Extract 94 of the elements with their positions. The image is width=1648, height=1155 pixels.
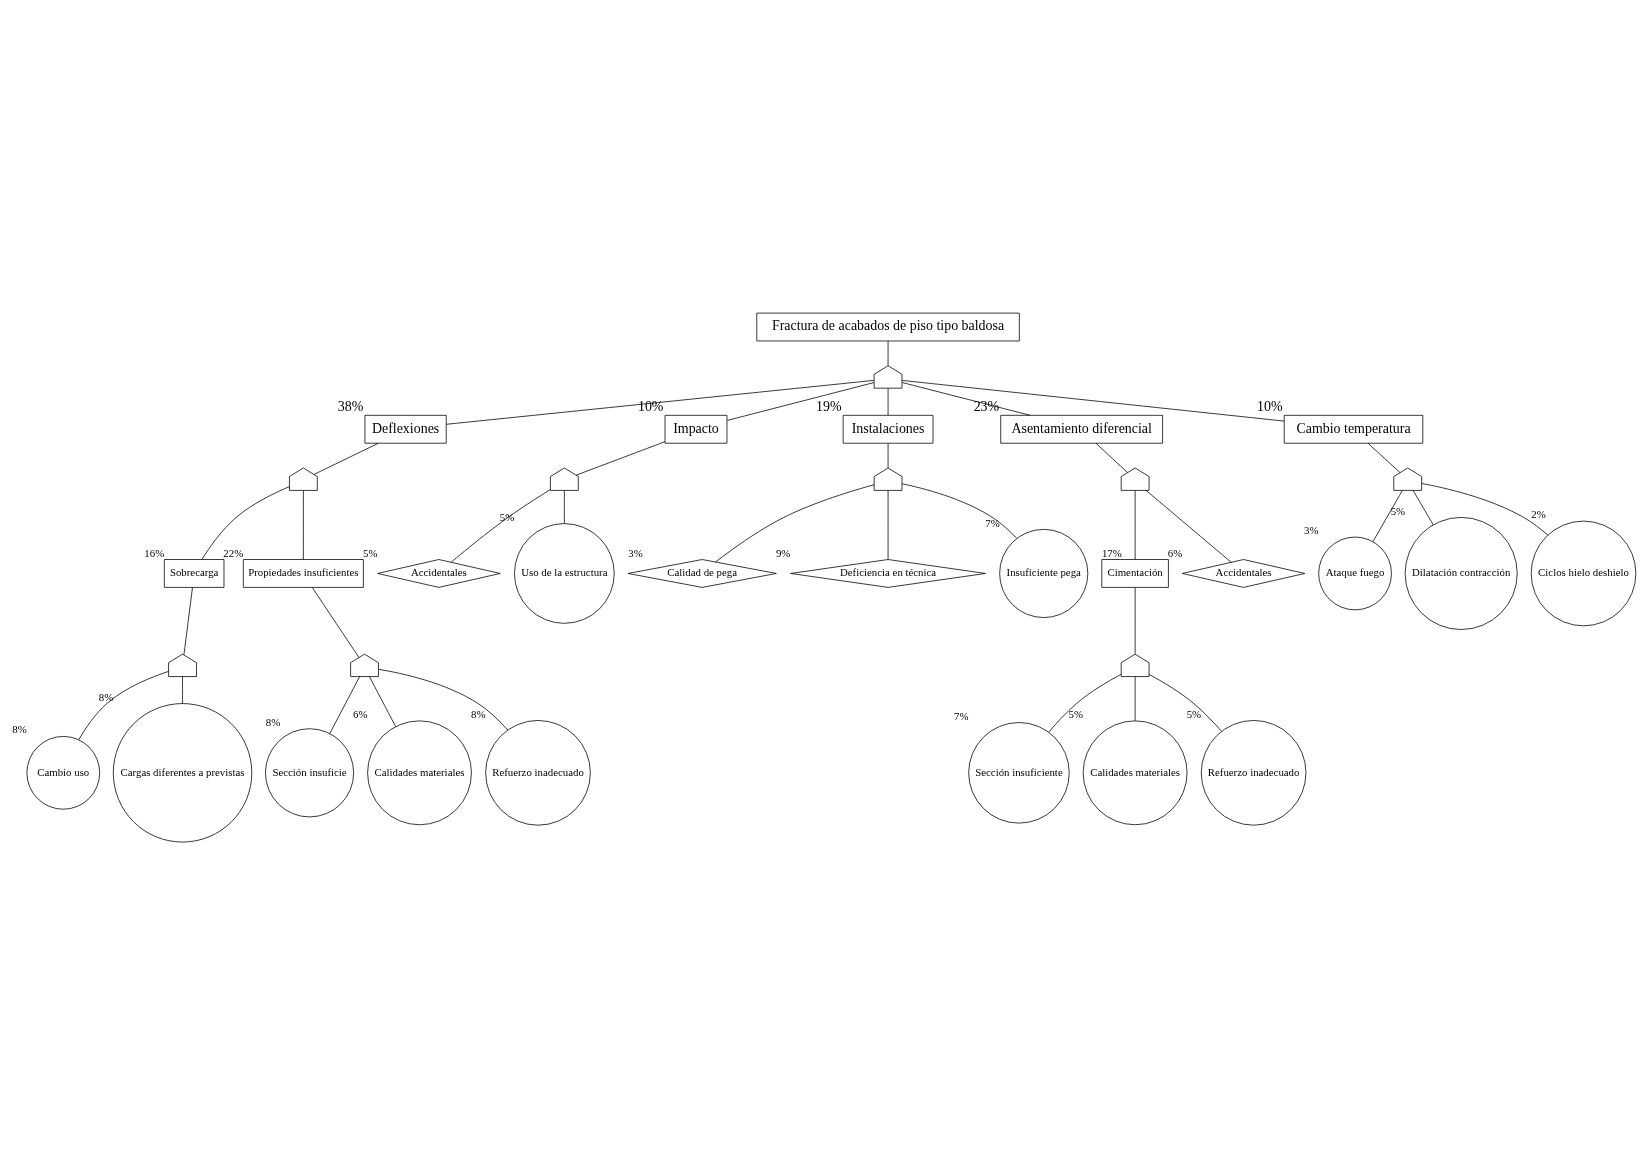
node-circle: Sección insuficie bbox=[265, 728, 355, 818]
node-box: Sobrecarga bbox=[163, 559, 225, 588]
node-box: Cimentación bbox=[1101, 559, 1169, 588]
connector bbox=[1134, 676, 1136, 722]
connector bbox=[1367, 442, 1401, 473]
connector bbox=[183, 587, 193, 656]
connector bbox=[563, 490, 565, 524]
node-box: Cambio temperatura bbox=[1283, 414, 1424, 444]
connector bbox=[1095, 442, 1128, 473]
node-label: 7% bbox=[954, 709, 969, 722]
connector bbox=[1134, 587, 1136, 655]
node-gate bbox=[1120, 653, 1150, 677]
node-circle: Refuerzo inadecuado bbox=[485, 720, 591, 826]
node-gate bbox=[168, 653, 197, 677]
node-gate bbox=[550, 467, 579, 491]
connector bbox=[1134, 490, 1136, 560]
connector bbox=[575, 441, 666, 476]
connector bbox=[311, 587, 360, 658]
node-box: Propiedades insuficientes bbox=[242, 559, 364, 588]
connector bbox=[887, 490, 889, 560]
connector bbox=[1145, 490, 1232, 563]
node-circle: Uso de la estructura bbox=[514, 523, 615, 624]
node-label: 5% bbox=[363, 546, 378, 559]
node-box: Instalaciones bbox=[842, 414, 934, 444]
node-gate bbox=[350, 653, 379, 677]
connector bbox=[901, 380, 1285, 422]
node-diamond: Calidad de pega bbox=[627, 559, 777, 588]
node-label: 2% bbox=[1531, 508, 1546, 521]
connector bbox=[1372, 490, 1403, 543]
node-label: 5% bbox=[1390, 504, 1406, 517]
connector bbox=[182, 676, 183, 704]
connector bbox=[901, 483, 1018, 539]
node-label: 5% bbox=[1068, 707, 1084, 720]
node-label: 3% bbox=[1304, 524, 1319, 537]
node-label: 8% bbox=[98, 690, 114, 703]
node-label: 8% bbox=[12, 723, 27, 736]
connector bbox=[726, 382, 875, 421]
connector bbox=[1421, 483, 1549, 536]
connector bbox=[329, 676, 361, 735]
connector bbox=[887, 340, 889, 367]
connector bbox=[1148, 674, 1222, 732]
node-box: Deflexiones bbox=[364, 414, 447, 444]
node-label: 6% bbox=[1167, 546, 1183, 559]
node-label: 23% bbox=[973, 398, 1000, 414]
node-circle: Ataque fuego bbox=[1318, 536, 1392, 611]
connector bbox=[887, 442, 889, 469]
connector bbox=[302, 490, 304, 560]
node-gate bbox=[1120, 467, 1150, 491]
node-label: 5% bbox=[1186, 707, 1202, 720]
node-label: 9% bbox=[775, 546, 791, 559]
node-circle: Ciclos hielo deshielo bbox=[1530, 520, 1637, 627]
node-diamond: Deficiencia en técnica bbox=[790, 559, 986, 588]
node-label: 8% bbox=[265, 715, 281, 728]
node-label: 16% bbox=[144, 546, 165, 559]
node-diamond: Accidentales bbox=[1181, 559, 1306, 588]
connector bbox=[78, 671, 169, 741]
node-label: 19% bbox=[816, 398, 842, 414]
node-circle: Cambio uso bbox=[26, 736, 101, 810]
node-gate bbox=[873, 365, 903, 389]
node-label: 3% bbox=[628, 546, 643, 559]
node-label: 38% bbox=[337, 398, 364, 414]
node-gate bbox=[289, 467, 318, 491]
node-label: 5% bbox=[499, 510, 515, 523]
node-label: 6% bbox=[353, 707, 368, 720]
node-diamond: Accidentales bbox=[377, 559, 501, 588]
node-gate bbox=[1393, 467, 1423, 491]
connector bbox=[201, 486, 290, 560]
node-label: 22% bbox=[223, 546, 244, 559]
connector bbox=[1412, 490, 1434, 526]
node-circle: Refuerzo inadecuado bbox=[1200, 720, 1307, 826]
node-circle: Sección insuficiente bbox=[968, 722, 1070, 824]
connector bbox=[445, 380, 875, 425]
node-label: 17% bbox=[1101, 546, 1122, 559]
connector bbox=[887, 387, 889, 416]
connector bbox=[1048, 674, 1122, 733]
node-circle: Dilatación contracción bbox=[1404, 517, 1518, 630]
node-box: Impacto bbox=[664, 414, 728, 444]
connector bbox=[369, 676, 397, 727]
connector bbox=[450, 489, 551, 563]
node-label: 10% bbox=[1257, 398, 1283, 414]
node-label: 8% bbox=[471, 707, 486, 720]
node-label: 7% bbox=[985, 516, 1000, 529]
node-circle: Calidades materiales bbox=[1082, 720, 1188, 826]
connector bbox=[901, 382, 1031, 416]
connector bbox=[313, 442, 379, 475]
node-circle: Insuficiente pega bbox=[999, 528, 1089, 618]
node-gate bbox=[873, 467, 903, 491]
connector bbox=[715, 484, 875, 563]
node-circle: Cargas diferentes a previstas bbox=[112, 703, 253, 843]
node-box: Fractura de acabados de piso tipo baldosa bbox=[756, 312, 1020, 342]
node-circle: Calidades materiales bbox=[367, 720, 472, 826]
node-box: Asentamiento diferencial bbox=[1000, 414, 1163, 444]
connector bbox=[378, 668, 509, 731]
node-label: 10% bbox=[637, 398, 664, 414]
